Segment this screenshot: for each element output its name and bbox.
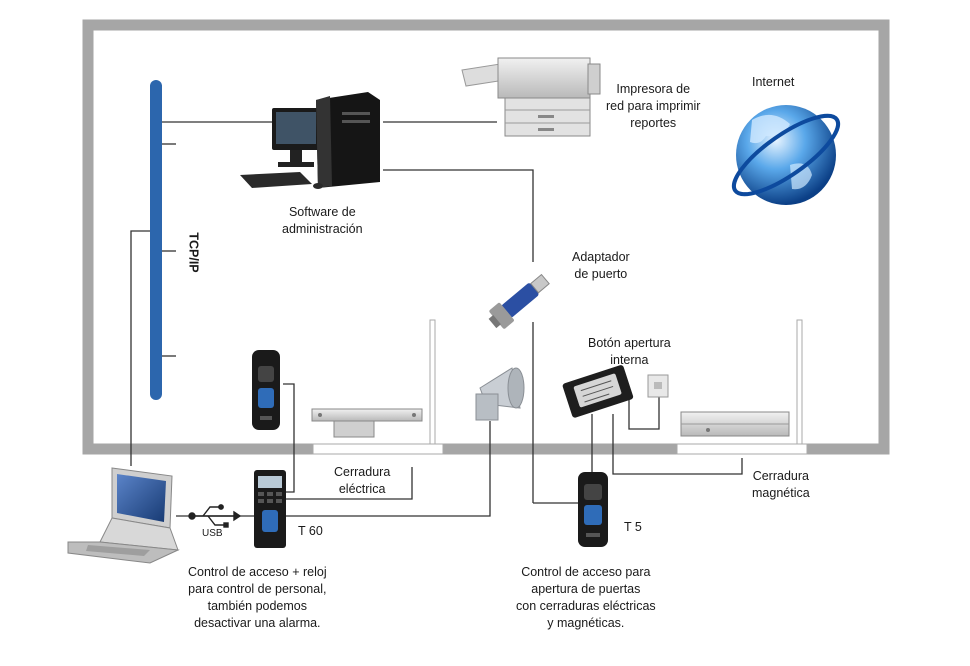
internet-label: Internet bbox=[752, 75, 795, 89]
globe-icon bbox=[731, 105, 841, 205]
usb-icon bbox=[188, 504, 242, 528]
laptop-icon bbox=[67, 467, 180, 564]
fingerprint-reader-icon bbox=[252, 350, 280, 430]
exit-button-icon bbox=[647, 374, 669, 398]
tcpip-network-bar bbox=[150, 80, 162, 400]
printer-icon bbox=[461, 57, 601, 137]
t5-label: T 5 bbox=[624, 520, 642, 534]
magnetic-lock-door-frame bbox=[676, 319, 808, 455]
usb-serial-adapter-icon bbox=[488, 273, 550, 329]
tower-pc-icon bbox=[240, 92, 380, 189]
usb-label: USB bbox=[202, 528, 223, 539]
controller-box-icon bbox=[562, 365, 634, 418]
t60-label: T 60 bbox=[298, 524, 323, 538]
t60-terminal-icon bbox=[254, 470, 286, 548]
magnetic-lock-icon bbox=[680, 411, 790, 437]
t5-terminal-icon bbox=[578, 472, 608, 547]
building-wall bbox=[82, 19, 890, 455]
connection-lines bbox=[130, 121, 743, 517]
siren-icon bbox=[475, 367, 525, 421]
electric-lock-icon bbox=[311, 408, 423, 438]
tcpip-label: TCP/IP bbox=[186, 232, 201, 273]
electric-lock-door-frame bbox=[312, 319, 444, 455]
